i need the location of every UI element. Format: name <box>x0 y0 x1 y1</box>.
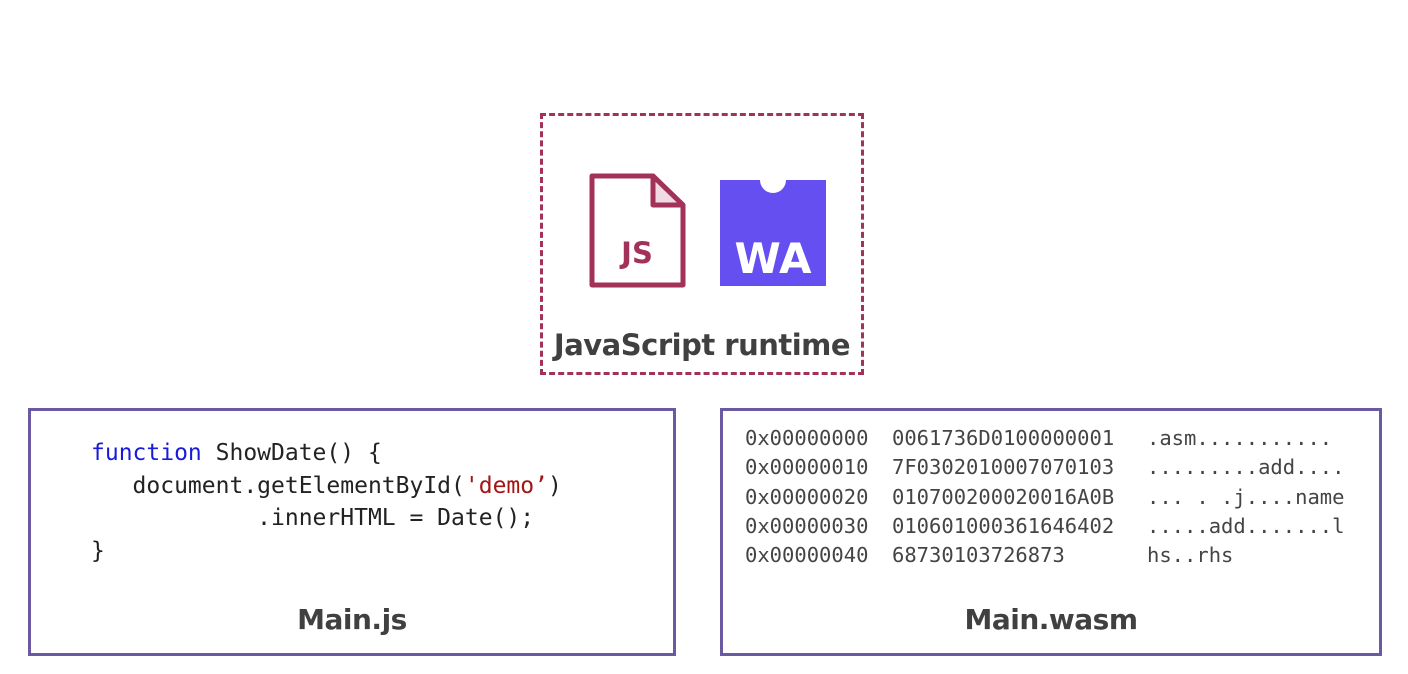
runtime-label: JavaScript runtime <box>553 328 851 362</box>
hex-row: 0x00000010 7F0302010007070103 .........add… <box>745 453 1344 482</box>
hex-row: 0x00000000 0061736D0100000001 .asm........… <box>745 424 1344 453</box>
main-wasm-panel: 0x00000000 0061736D0100000001 .asm........… <box>720 408 1382 656</box>
hex-ascii: .....add.......l <box>1147 513 1345 538</box>
hex-address: 0x00000000 <box>745 426 869 450</box>
main-wasm-title: Main.wasm <box>964 603 1138 636</box>
code-text: document.getElementById( <box>91 472 465 499</box>
hex-ascii: .........add.... <box>1147 455 1345 480</box>
code-text: ShowDate() { <box>201 440 382 466</box>
hex-bytes: 010700200020016A0B <box>892 484 1115 509</box>
code-text: ) <box>547 472 562 499</box>
hex-bytes: 0061736D0100000001 <box>892 426 1115 450</box>
hex-row: 0x00000030 010601000361646402 .....add....… <box>745 512 1344 541</box>
hex-row: 0x00000020 010700200020016A0B ... . .j....… <box>745 483 1344 512</box>
hex-row: 0x00000040 68730103726873 hs..rhs <box>745 541 1344 570</box>
hex-ascii: hs..rhs <box>1147 543 1234 568</box>
hex-address: 0x00000030 <box>745 513 869 538</box>
hex-address: 0x00000010 <box>745 455 869 480</box>
js-icon-label: JS <box>619 236 653 270</box>
code-text: .innerHTML = Date(); <box>91 505 535 531</box>
hex-address: 0x00000040 <box>745 543 869 568</box>
hex-dump: 0x00000000 0061736D0100000001 .asm........… <box>745 424 1344 570</box>
main-js-panel: function ShowDate() { document.getElemen… <box>28 408 676 656</box>
hex-bytes: 7F0302010007070103 <box>892 455 1115 480</box>
hex-ascii: ... . .j....name <box>1147 484 1345 509</box>
webassembly-logo-icon: WA <box>720 180 826 286</box>
code-keyword: function <box>91 440 202 466</box>
js-code-block: function ShowDate() { document.getElemen… <box>91 437 562 567</box>
code-text: } <box>91 537 105 564</box>
hex-bytes: 010601000361646402 <box>892 513 1115 538</box>
hex-bytes: 68730103726873 <box>892 543 1065 568</box>
wa-icon-label: WA <box>735 234 812 283</box>
javascript-runtime-box: JS WA JavaScript runtime <box>540 113 864 375</box>
code-string: 'demo’ <box>464 472 548 499</box>
hex-address: 0x00000020 <box>745 484 869 509</box>
main-js-title: Main.js <box>297 603 407 636</box>
hex-ascii: .asm........... <box>1147 426 1333 450</box>
javascript-file-icon: JS <box>589 173 686 288</box>
